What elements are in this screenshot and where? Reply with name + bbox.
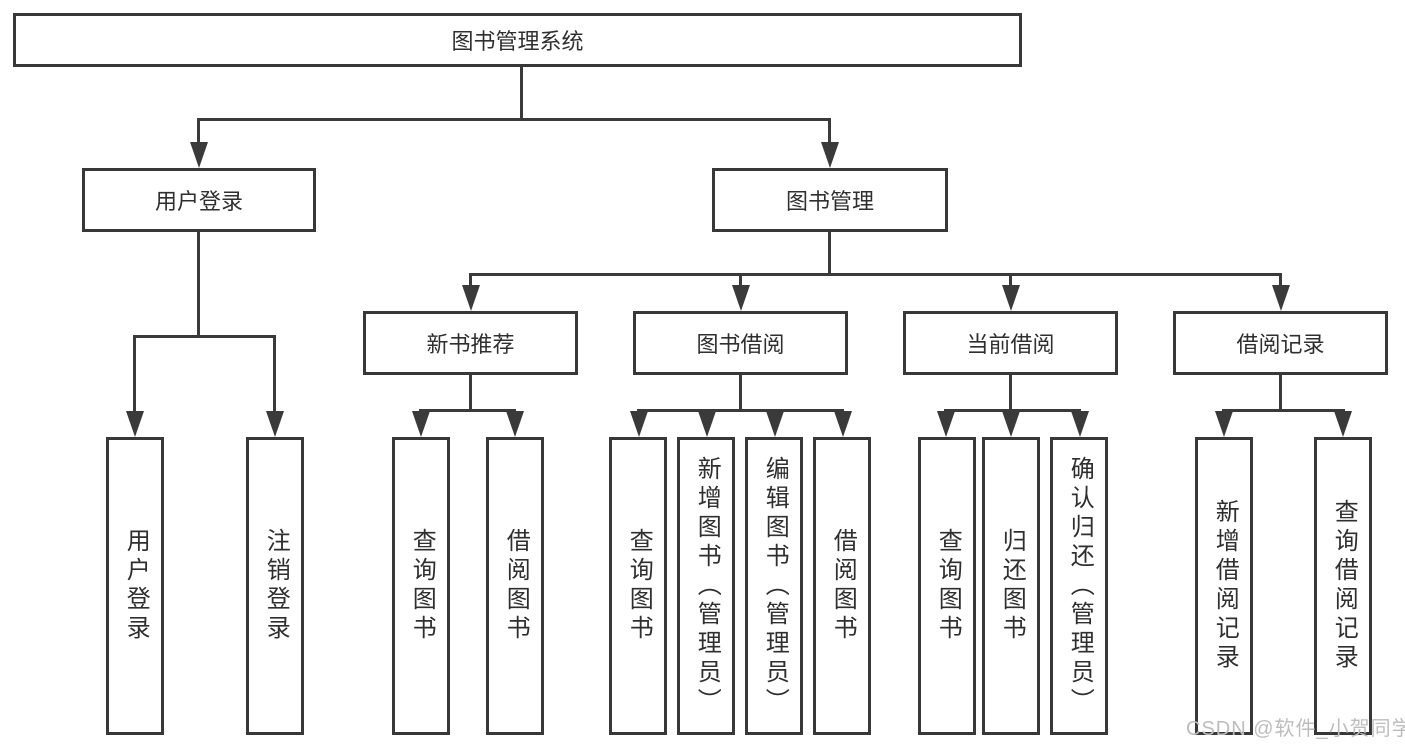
node-book-borrow-label: 图书借阅 [696,332,785,357]
leaf-add-borrow-record-label: 新增借阅记录 [1211,499,1239,673]
connector-line [469,375,472,412]
node-new-book-recommend: 新书推荐 [363,311,578,375]
leaf-query-books-current: 查询图书 [918,437,976,735]
leaf-confirm-return-admin: 确认归还（管理员） [1050,437,1108,735]
connector-line [520,67,523,121]
leaf-borrow-books: 借阅图书 [813,437,871,735]
connector-line [739,273,742,289]
leaf-user-login-label: 用户登录 [122,528,150,644]
leaf-query-books-recommend-label: 查询图书 [408,528,436,644]
connector-line [1009,273,1012,289]
connector-line [197,118,200,146]
connector-line [944,409,1081,412]
arrow-down-icon [1272,285,1290,311]
leaf-borrow-books-recommend: 借阅图书 [486,437,544,735]
node-borrow-records-label: 借阅记录 [1236,332,1325,357]
arrow-down-icon [630,411,648,437]
node-book-borrow: 图书借阅 [633,311,848,375]
arrow-down-icon [1215,411,1233,437]
leaf-confirm-return-admin-label: 确认归还（管理员） [1066,455,1094,717]
connector-line [133,335,276,338]
leaf-query-books-borrow-label: 查询图书 [625,528,653,644]
node-root: 图书管理系统 [13,13,1022,67]
arrow-down-icon [462,285,480,311]
node-book-management: 图书管理 [712,168,948,232]
connector-line [469,273,1282,276]
leaf-query-books-recommend: 查询图书 [392,437,450,735]
connector-line [637,409,844,412]
node-book-management-label: 图书管理 [785,189,874,214]
leaf-borrow-books-recommend-label: 借阅图书 [502,528,530,644]
node-current-borrow: 当前借阅 [903,311,1118,375]
arrow-down-icon [937,411,955,437]
leaf-query-borrow-record: 查询借阅记录 [1314,437,1372,735]
connector-line [197,118,831,121]
node-user-login-label: 用户登录 [154,189,243,214]
connector-line [133,335,136,415]
connector-line [419,409,516,412]
connector-line [469,273,472,289]
arrow-down-icon [126,411,144,437]
leaf-add-books-admin-label: 新增图书（管理员） [693,455,721,717]
leaf-query-books-borrow: 查询图书 [609,437,667,735]
arrow-down-icon [1002,411,1020,437]
leaf-return-books-label: 归还图书 [998,528,1026,644]
arrow-down-icon [1334,411,1352,437]
node-user-login: 用户登录 [82,168,316,232]
connector-line [197,232,200,338]
connector-line [273,335,276,415]
connector-line [1279,273,1282,289]
csdn-watermark: CSDN @软件_小贺同学 [1186,718,1405,740]
arrow-down-icon [506,411,524,437]
leaf-query-books-current-label: 查询图书 [934,528,962,644]
connector-line [739,375,742,412]
node-borrow-records: 借阅记录 [1173,311,1388,375]
arrow-down-icon [821,142,839,168]
node-current-borrow-label: 当前借阅 [966,332,1055,357]
arrow-down-icon [190,142,208,168]
leaf-return-books: 归还图书 [982,437,1040,735]
node-new-book-recommend-label: 新书推荐 [426,332,515,357]
node-root-label: 图书管理系统 [451,29,584,54]
leaf-logout: 注销登录 [246,437,304,735]
leaf-edit-books-admin: 编辑图书（管理员） [745,437,803,735]
connector-line [1009,375,1012,412]
connector-line [828,118,831,146]
connector-line [828,232,831,276]
arrow-down-icon [266,411,284,437]
leaf-add-books-admin: 新增图书（管理员） [677,437,735,735]
leaf-borrow-books-label: 借阅图书 [829,528,857,644]
connector-line [1279,375,1282,412]
arrow-down-icon [412,411,430,437]
leaf-logout-label: 注销登录 [262,528,290,644]
arrow-down-icon [732,285,750,311]
connector-line [1222,409,1345,412]
arrow-down-icon [766,411,784,437]
arrow-down-icon [834,411,852,437]
leaf-query-borrow-record-label: 查询借阅记录 [1330,499,1358,673]
arrow-down-icon [1071,411,1089,437]
leaf-edit-books-admin-label: 编辑图书（管理员） [761,455,789,717]
arrow-down-icon [1002,285,1020,311]
leaf-add-borrow-record: 新增借阅记录 [1195,437,1253,735]
arrow-down-icon [698,411,716,437]
leaf-user-login: 用户登录 [106,437,164,735]
